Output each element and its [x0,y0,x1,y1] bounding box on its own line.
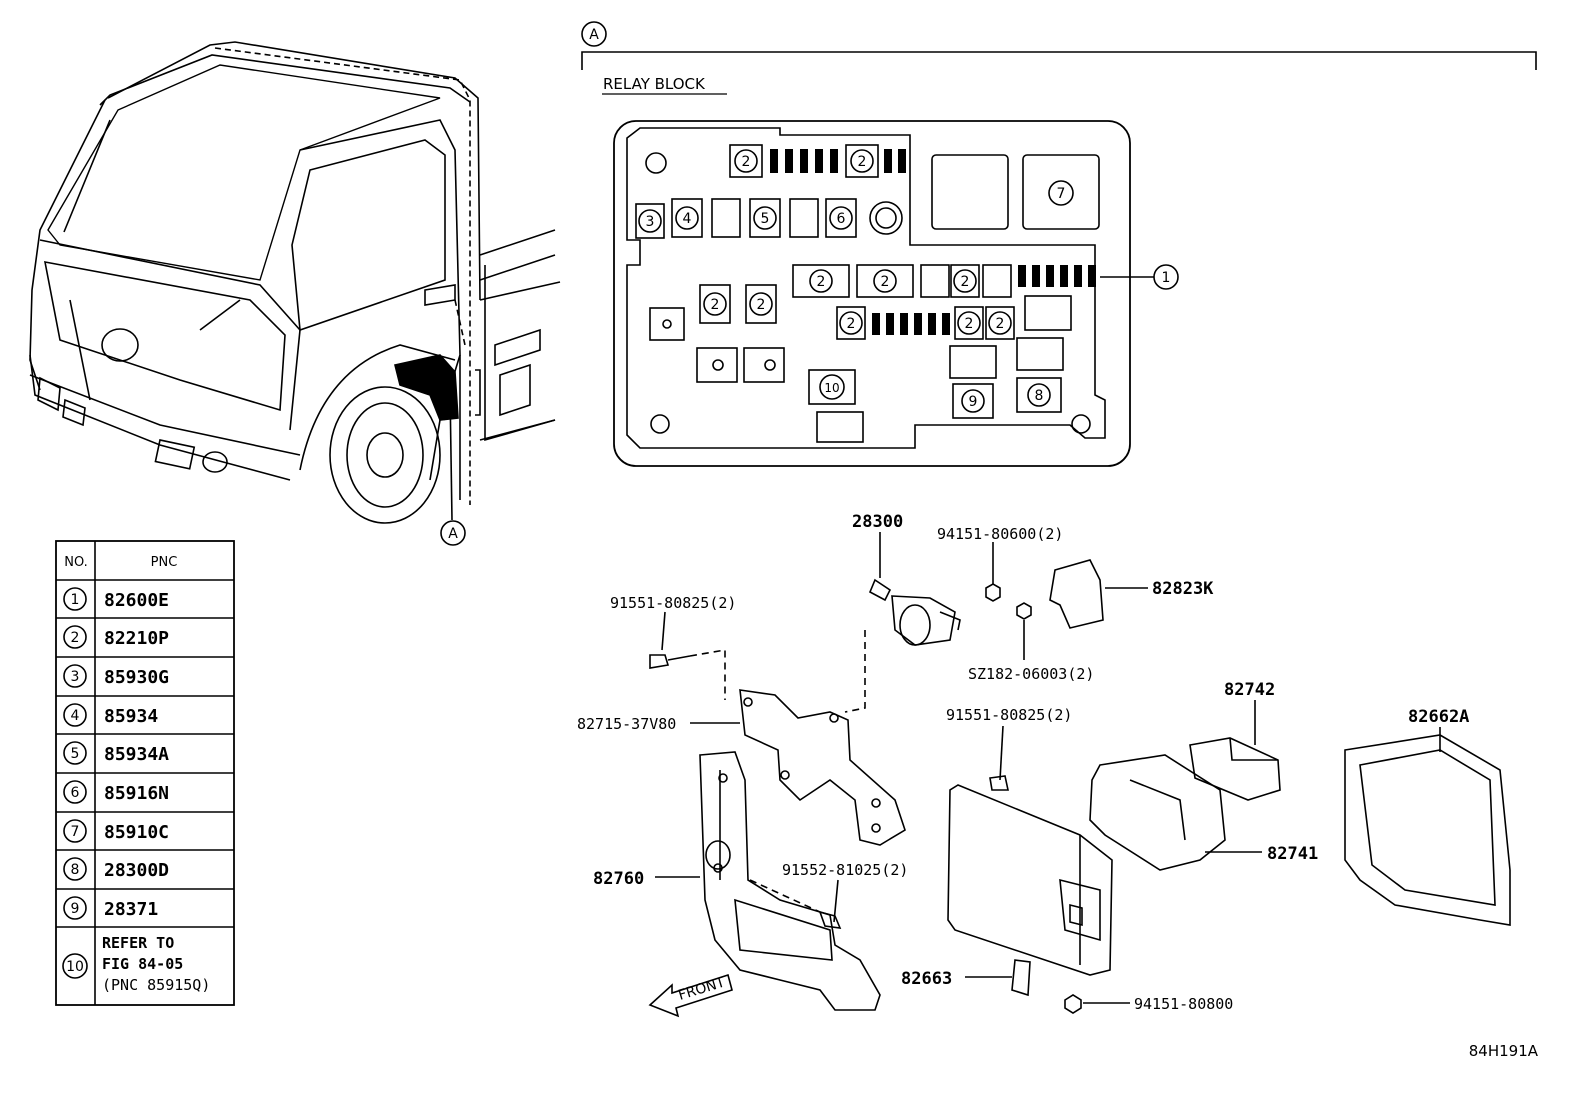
table-row-no: 8 [71,862,80,878]
table-row-no: 3 [71,669,80,685]
section-marker-a: A [589,27,599,43]
relay-number-labels: 2 2 3 4 5 6 7 2 2 2 2 2 2 2 2 10 9 8 [646,154,1066,410]
label-94151-80600: 94151-80600(2) [937,525,1063,543]
table-row-pnc: 28371 [104,899,158,920]
label-91552: 91552-81025(2) [782,861,908,879]
relay-num: 2 [817,274,826,290]
table-row-pnc: 85930G [104,667,169,688]
front-arrow: FRONT [648,973,733,1018]
section-bracket: A [581,21,1537,70]
table-row-no: 4 [71,708,80,724]
relay-num: 2 [847,316,856,332]
table-row10-line1: REFER TO [102,934,174,952]
label-91551-b: 91551-80825(2) [946,706,1072,724]
table-header-no: NO. [64,555,88,570]
relay-num: 2 [965,316,974,332]
label-91551-a: 91551-80825(2) [610,594,736,612]
figure-code: 84H191A [1469,1042,1539,1060]
table-row-pnc: 28300D [104,860,169,881]
label-82663: 82663 [901,969,952,989]
label-82742: 82742 [1224,680,1275,700]
relay-number-circles [638,149,1074,413]
relay-num: 2 [881,274,890,290]
label-82823k: 82823K [1152,579,1214,599]
table-row-no: 1 [71,592,80,608]
label-82715: 82715-37V80 [577,715,676,733]
label-82760: 82760 [593,869,644,889]
relay-num: 2 [961,274,970,290]
table-row-pnc: 85934A [104,744,169,765]
relay-num: 2 [996,316,1005,332]
label-94151-80800: 94151-80800 [1134,995,1233,1013]
label-82741: 82741 [1267,844,1318,864]
relay-num: 2 [711,297,720,313]
relay-num: 5 [761,211,770,227]
relay-callout-1: 1 [1162,270,1171,286]
table-row-no: 10 [66,959,84,975]
relay-num: 2 [858,154,867,170]
pnc-table [55,540,235,1006]
table-row10-line3: (PNC 85915Q) [102,976,210,994]
table-row-no: 9 [71,901,80,917]
relay-num: 6 [837,211,846,227]
exploded-parts [649,532,1511,1014]
table-header-pnc: PNC [151,555,178,570]
relay-num: 7 [1057,186,1066,202]
table-row10-line2: FIG 84-05 [102,955,183,973]
relay-block: RELAY BLOCK [602,75,1179,467]
relay-num: 2 [742,154,751,170]
table-row-pnc: 82210P [104,628,169,649]
label-sz182: SZ182-06003(2) [968,665,1094,683]
truck-illustration: A [29,41,561,546]
table-row-pnc: 82600E [104,590,169,611]
pnc-table-text: NO. PNC 1 82600E 2 82210P 3 85930G 4 859… [64,555,210,994]
table-row-no: 7 [71,824,80,840]
table-row-pnc: 85910C [104,822,169,843]
truck-callout-a: A [448,526,458,542]
relay-num: 10 [824,381,839,395]
table-row-pnc: 85916N [104,783,169,804]
relay-num: 2 [757,297,766,313]
table-row-no: 2 [71,630,80,646]
relay-num: 3 [646,214,655,230]
relay-num: 9 [969,394,978,410]
relay-num: 4 [683,211,692,227]
table-row-pnc: 85934 [104,706,158,727]
label-28300: 28300 [852,512,903,532]
part-labels: 28300 94151-80600(2) 82823K 91551-80825(… [577,512,1469,1013]
label-82662a: 82662A [1408,707,1469,727]
table-row-no: 5 [71,746,80,762]
relay-num: 8 [1035,388,1044,404]
table-row-no: 6 [71,785,80,801]
relay-block-title: RELAY BLOCK [603,75,706,93]
